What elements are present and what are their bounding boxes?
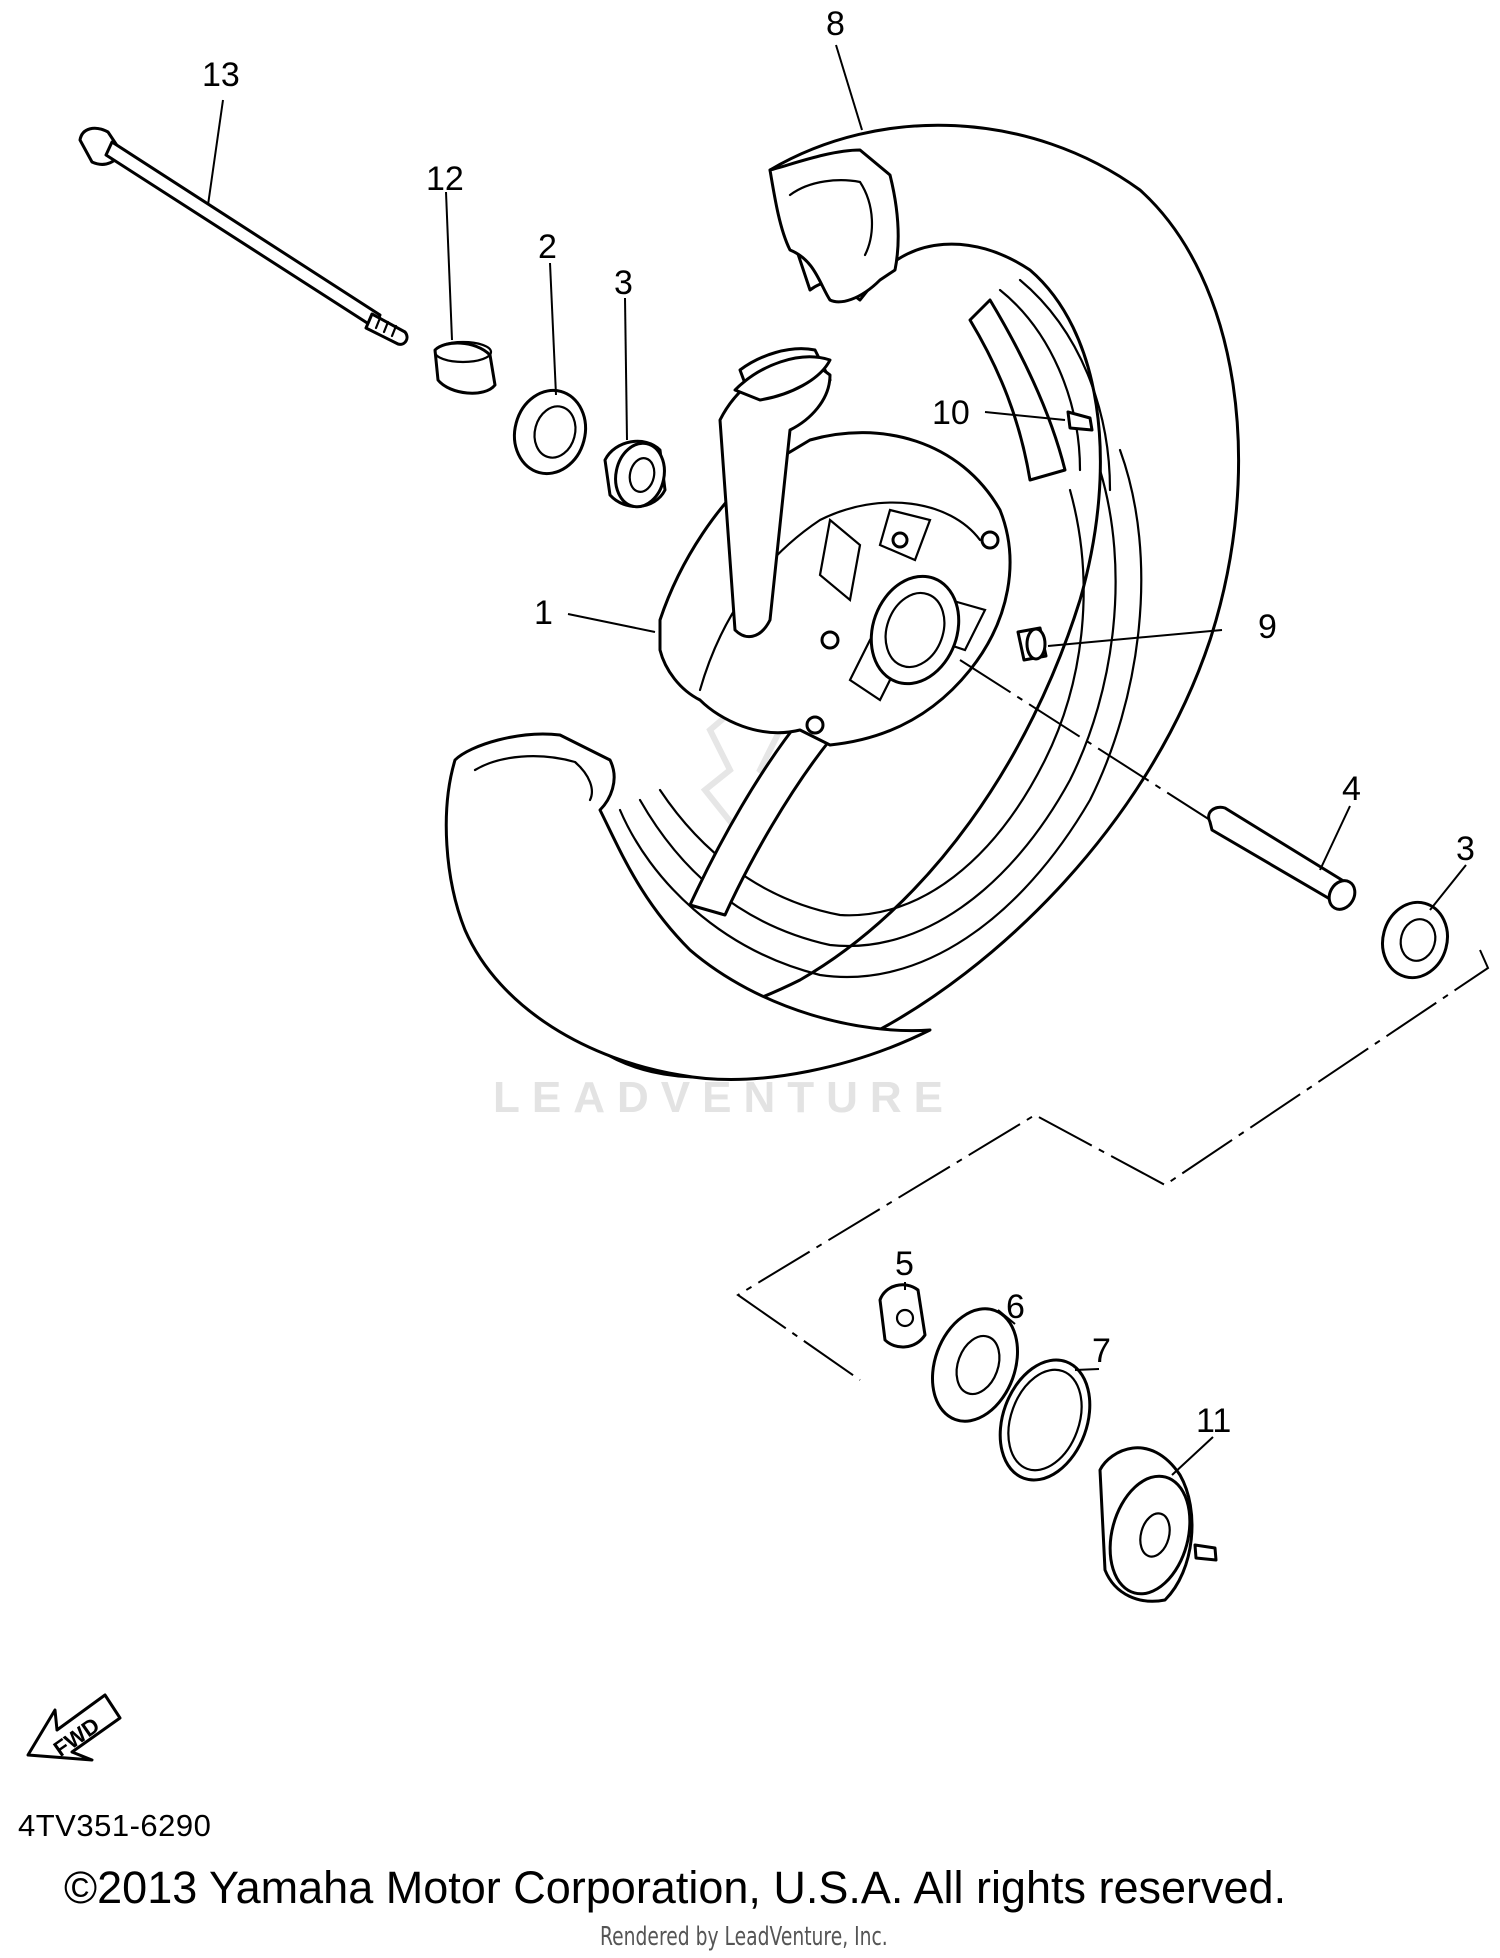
diagram-reference-code: 4TV351-6290 bbox=[18, 1808, 212, 1843]
callout-11: 11 bbox=[1196, 1402, 1231, 1440]
watermark-text: LEADVENTURE bbox=[493, 1073, 955, 1122]
leader-lines bbox=[207, 44, 1467, 1476]
callout-6: 6 bbox=[1006, 1288, 1025, 1326]
axis-line-upper bbox=[959, 659, 1211, 821]
retainer-part-5 bbox=[878, 1283, 927, 1349]
callout-12: 12 bbox=[426, 160, 464, 198]
oil-seal-part-2 bbox=[512, 388, 588, 476]
spacer-part-4 bbox=[1207, 805, 1357, 911]
callout-2: 2 bbox=[538, 228, 557, 266]
callout-5: 5 bbox=[895, 1245, 914, 1283]
callout-9: 9 bbox=[1258, 608, 1277, 646]
spacer-part-12 bbox=[433, 340, 497, 395]
rendered-by-notice: Rendered by LeadVenture, Inc. bbox=[600, 1922, 888, 1952]
axle-part-13 bbox=[78, 126, 409, 346]
callout-1: 1 bbox=[534, 594, 553, 632]
fwd-arrow-icon: FWD bbox=[26, 1693, 122, 1762]
tire-part-8 bbox=[444, 123, 1241, 1081]
callout-3-lower: 3 bbox=[1456, 830, 1475, 868]
collar-part-9 bbox=[1016, 626, 1048, 662]
copyright-notice: ©2013 Yamaha Motor Corporation, U.S.A. A… bbox=[64, 1862, 1287, 1913]
callout-4: 4 bbox=[1342, 770, 1361, 808]
hub-part-1 bbox=[658, 355, 1012, 747]
callout-7: 7 bbox=[1092, 1332, 1111, 1370]
callout-13: 13 bbox=[202, 56, 240, 94]
oil-seal-part-7 bbox=[998, 1358, 1092, 1482]
exploded-view-line bbox=[736, 949, 1490, 1381]
callout-numbers: 13 12 2 3 8 10 1 9 4 3 5 6 7 11 bbox=[202, 5, 1475, 1440]
bearing-part-3-upper bbox=[603, 439, 667, 509]
gear-housing-part-11 bbox=[1098, 1446, 1218, 1603]
callout-3-upper: 3 bbox=[614, 264, 633, 302]
gear-unit-part-6 bbox=[930, 1307, 1020, 1423]
bearing-part-3-lower bbox=[1381, 900, 1449, 980]
callout-8: 8 bbox=[826, 5, 845, 43]
callout-10: 10 bbox=[932, 394, 970, 432]
